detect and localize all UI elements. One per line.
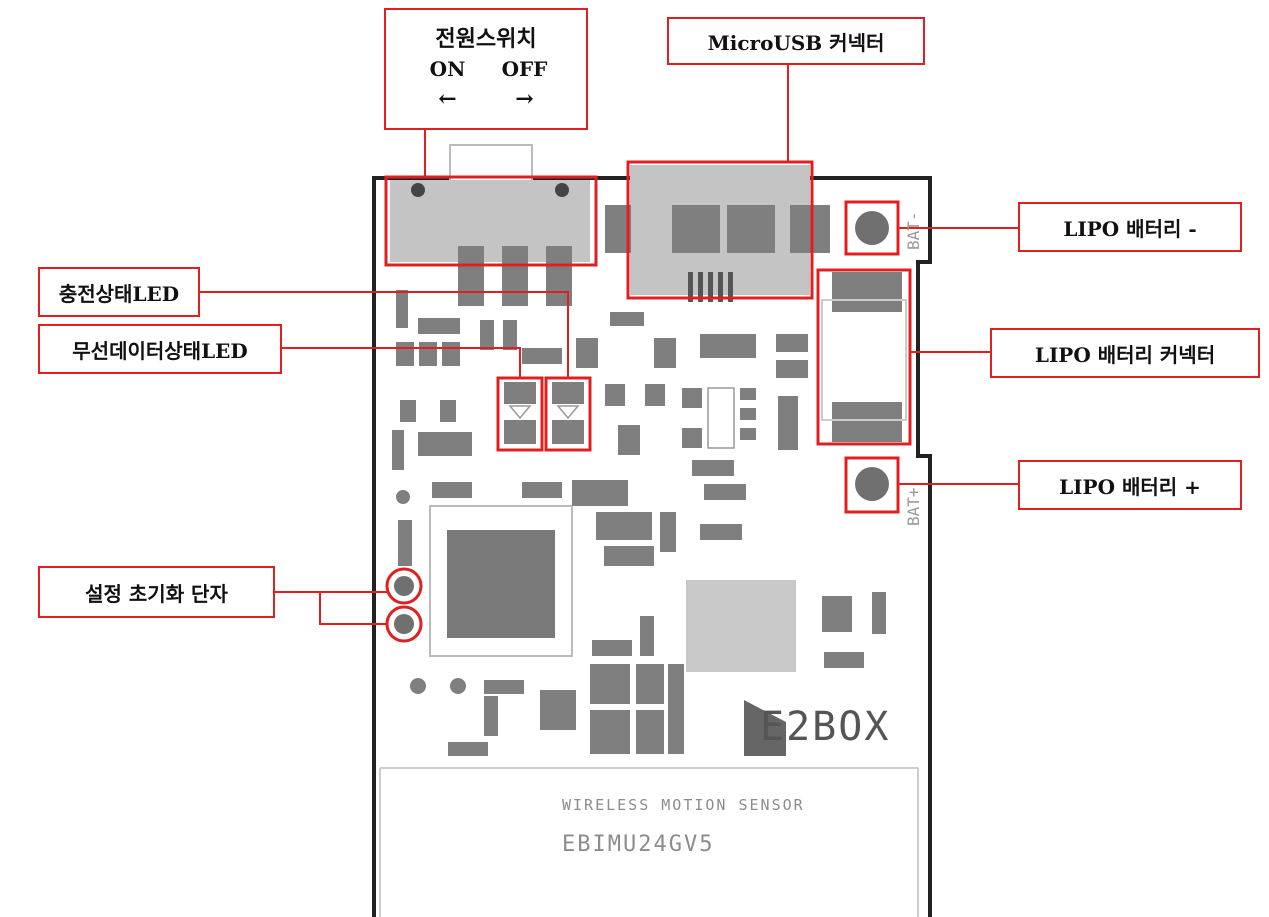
leader-lines — [200, 65, 1018, 625]
label-charge-led: 충전상태LED — [38, 267, 200, 317]
bat-plus-silk: BAT+ — [904, 487, 923, 526]
power-switch-off: OFF — [501, 57, 548, 81]
label-reset-pins: 설정 초기화 단자 — [38, 566, 275, 618]
bat-plus-pad — [855, 467, 889, 501]
bat-minus-silk: BAT- — [904, 211, 923, 250]
label-lipo-plus: LIPO 배터리 + — [1018, 460, 1242, 510]
power-switch-title: 전원스위치 — [435, 26, 537, 52]
highlight-battery-connector — [816, 268, 912, 446]
board-caption: WIRELESS MOTION SENSOR — [562, 796, 805, 814]
highlight-switch — [384, 175, 598, 267]
label-power-switch: 전원스위치 ON OFF ← → — [384, 8, 588, 130]
board-model: EBIMU24GV5 — [562, 832, 715, 857]
highlight-usb — [626, 160, 814, 300]
reset-pad-2 — [394, 614, 414, 634]
label-lipo-connector: LIPO 배터리 커넥터 — [990, 328, 1260, 378]
highlight-reset-1 — [385, 567, 423, 605]
battery-connector-body — [832, 272, 902, 312]
reset-pad-1 — [394, 576, 414, 596]
bat-minus-pad — [855, 211, 889, 245]
misc-components — [392, 290, 886, 756]
label-microusb: MicroUSB 커넥터 — [667, 17, 925, 65]
label-wireless-led: 무선데이터상태LED — [38, 324, 282, 374]
shield-can — [686, 580, 796, 672]
logo-mark — [744, 700, 786, 756]
label-lipo-minus: LIPO 배터리 - — [1018, 202, 1242, 252]
arrow-right-icon: → — [515, 86, 534, 112]
mcu-outline — [429, 505, 573, 657]
power-switch-on: ON — [429, 57, 466, 81]
mcu-die — [447, 530, 555, 638]
arrow-left-icon: ← — [438, 86, 457, 112]
board-logo: E2BOX — [760, 704, 891, 750]
